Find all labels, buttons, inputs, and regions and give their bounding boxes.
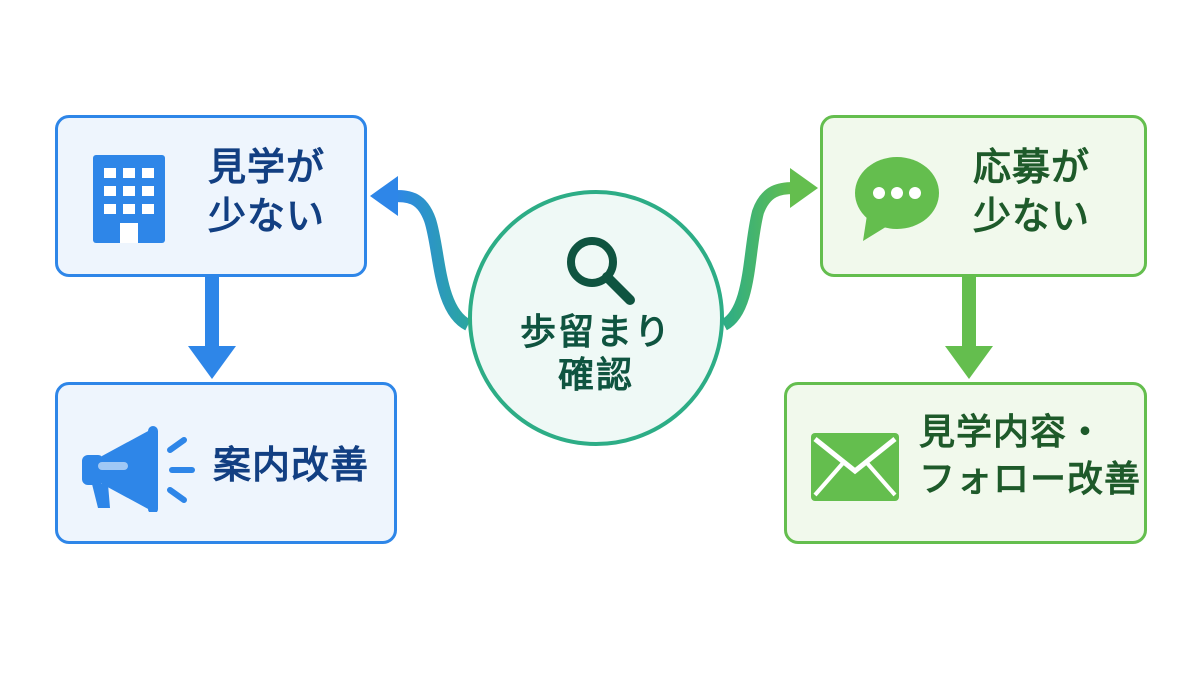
arrow-head-right-down <box>945 346 993 379</box>
few-applications-label: 応募が 少ない <box>973 145 1091 239</box>
search-icon <box>567 237 635 305</box>
building-icon <box>93 155 165 243</box>
box-few-applications: 応募が 少ない <box>820 115 1147 277</box>
megaphone-icon <box>82 426 195 512</box>
box-few-visits: 見学が 少ない <box>55 115 367 277</box>
arrow-right-down-shaft <box>962 277 976 349</box>
arrow-head-right <box>790 168 818 208</box>
followup-improve-label: 見学内容・ フォロー改善 <box>919 412 1142 500</box>
arrow-left-down-shaft <box>205 277 219 349</box>
yield-check-circle: 歩留まり 確認 <box>468 190 724 446</box>
guide-improve-label: 案内改善 <box>213 443 370 487</box>
arrow-center-to-right <box>720 182 795 331</box>
envelope-icon <box>811 433 899 501</box>
box-guide-improve: 案内改善 <box>55 382 397 544</box>
arrow-head-left-down <box>188 346 236 379</box>
box-followup-improve: 見学内容・ フォロー改善 <box>784 382 1147 544</box>
few-visits-label: 見学が 少ない <box>208 145 326 239</box>
yield-check-label: 歩留まり 確認 <box>519 312 672 397</box>
chat-bubble-icon <box>855 157 939 241</box>
arrow-center-to-left <box>394 190 472 331</box>
arrow-head-left <box>370 176 398 216</box>
